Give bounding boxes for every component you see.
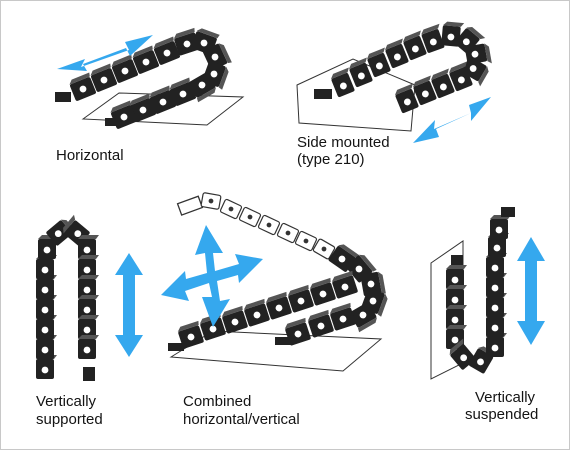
double-arrow-horizontal xyxy=(57,35,153,71)
double-arrow-vertical-suspended xyxy=(517,237,545,345)
double-arrow-side-mounted xyxy=(413,97,491,143)
combined-chain-illustration xyxy=(161,191,389,372)
vertically-suspended-chain-illustration xyxy=(430,207,545,380)
label-horizontal: Horizontal xyxy=(56,147,124,164)
label-side-mounted-line2: (type 210) xyxy=(297,151,365,168)
horizontal-chain-illustration xyxy=(55,27,245,130)
label-vertically-suspended-line2: suspended xyxy=(465,406,539,423)
four-way-arrow xyxy=(161,225,263,327)
label-combined-line1: Combined xyxy=(183,393,252,410)
side-mounted-chain-illustration xyxy=(296,21,492,143)
vertically-supported-chain-illustration xyxy=(36,214,143,381)
label-vertically-supported-line1: Vertically xyxy=(36,393,97,410)
label-combined-line2: horizontal/vertical xyxy=(183,411,300,428)
label-vertically-supported-line2: supported xyxy=(36,411,103,428)
label-vertically-suspended-line1: Vertically xyxy=(475,389,536,406)
label-side-mounted-line1: Side mounted xyxy=(297,134,390,151)
double-arrow-vertical-supported xyxy=(115,253,143,357)
